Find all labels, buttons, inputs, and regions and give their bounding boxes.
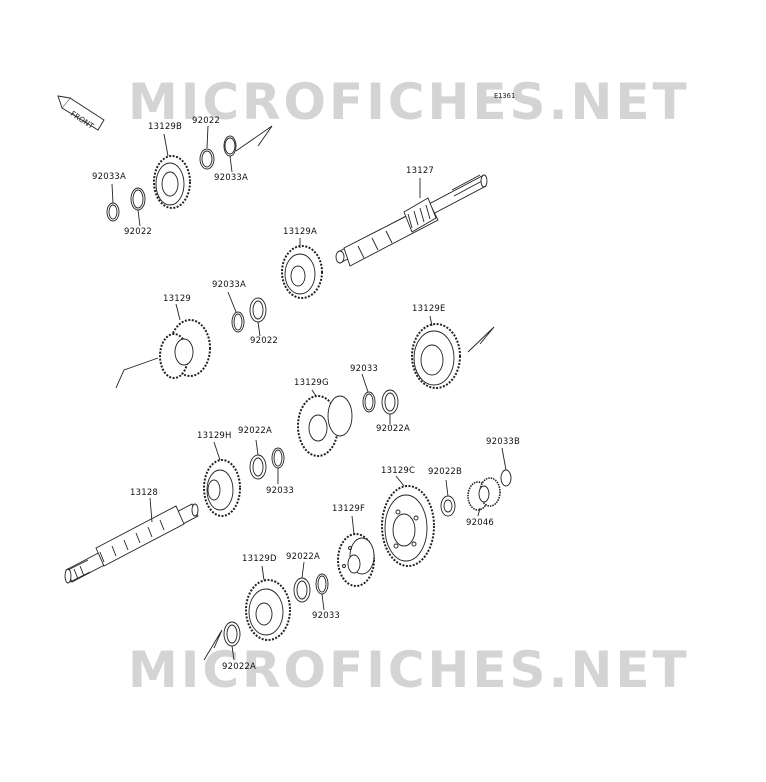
label-13129F: 13129F xyxy=(332,504,366,514)
label-13129A: 13129A xyxy=(283,227,318,237)
washer-92022B xyxy=(440,495,456,517)
circlip-92033A-top xyxy=(223,135,237,157)
label-13129G: 13129G xyxy=(294,378,329,388)
circlip-92033A-mid xyxy=(231,311,245,333)
gear-13129C xyxy=(381,485,435,567)
label-92022B: 92022B xyxy=(428,467,463,477)
label-13128: 13128 xyxy=(130,488,159,498)
washer-92022A-bot xyxy=(223,621,241,647)
label-92033B: 92033B xyxy=(486,437,521,447)
direction-line-left xyxy=(115,357,159,389)
label-92033-d: 92033 xyxy=(312,611,341,621)
washer-92022A-h xyxy=(249,454,267,480)
label-92022-mid: 92022 xyxy=(250,336,279,346)
label-13129H: 13129H xyxy=(197,431,232,441)
gear-13129 xyxy=(159,319,211,379)
washer-92022-mid xyxy=(249,297,267,323)
label-13129: 13129 xyxy=(163,294,192,304)
label-13127: 13127 xyxy=(406,166,435,176)
needle-bearing-92046 xyxy=(467,477,501,511)
watermark-top: MICROFICHES.NET xyxy=(128,73,690,131)
shaft-13127 xyxy=(335,174,488,267)
washer-92022A-mid xyxy=(381,389,399,415)
gear-13129H xyxy=(203,459,241,517)
label-13129D: 13129D xyxy=(242,554,277,564)
label-92022-left: 92022 xyxy=(124,227,153,237)
watermark-bottom: MICROFICHES.NET xyxy=(128,641,690,699)
gear-13129F xyxy=(337,533,375,587)
diagram-code: E1361 xyxy=(494,92,516,100)
label-13129C: 13129C xyxy=(381,466,416,476)
label-92033A-left: 92033A xyxy=(92,172,127,182)
direction-line-bottom xyxy=(203,629,223,661)
label-92022A-d: 92022A xyxy=(286,552,321,562)
washer-92022A-d xyxy=(293,577,311,603)
label-13129B: 13129B xyxy=(148,122,183,132)
label-92033A-mid: 92033A xyxy=(212,280,247,290)
direction-line-right xyxy=(467,326,495,353)
gear-13129D xyxy=(245,579,291,641)
label-13129E: 13129E xyxy=(412,304,446,314)
gear-13129G xyxy=(297,395,353,457)
label-92022A-mid: 92022A xyxy=(376,424,411,434)
washer-92022-top xyxy=(199,148,215,170)
front-arrow-icon: FRONT xyxy=(57,95,105,131)
label-92033A-top: 92033A xyxy=(214,173,249,183)
gear-13129B xyxy=(153,155,191,209)
gear-13129E xyxy=(411,323,461,389)
gear-13129A xyxy=(281,245,323,299)
label-92022A-bot: 92022A xyxy=(222,662,257,672)
label-92033-mid: 92033 xyxy=(350,364,379,374)
circlip-92033B xyxy=(500,469,512,487)
circlip-92033-mid xyxy=(362,391,376,413)
label-92033-h: 92033 xyxy=(266,486,295,496)
shaft-13128 xyxy=(64,503,199,584)
label-92046: 92046 xyxy=(466,518,495,528)
direction-line-top xyxy=(235,125,273,152)
label-92022-top: 92022 xyxy=(192,116,221,126)
label-92022A-h: 92022A xyxy=(238,426,273,436)
